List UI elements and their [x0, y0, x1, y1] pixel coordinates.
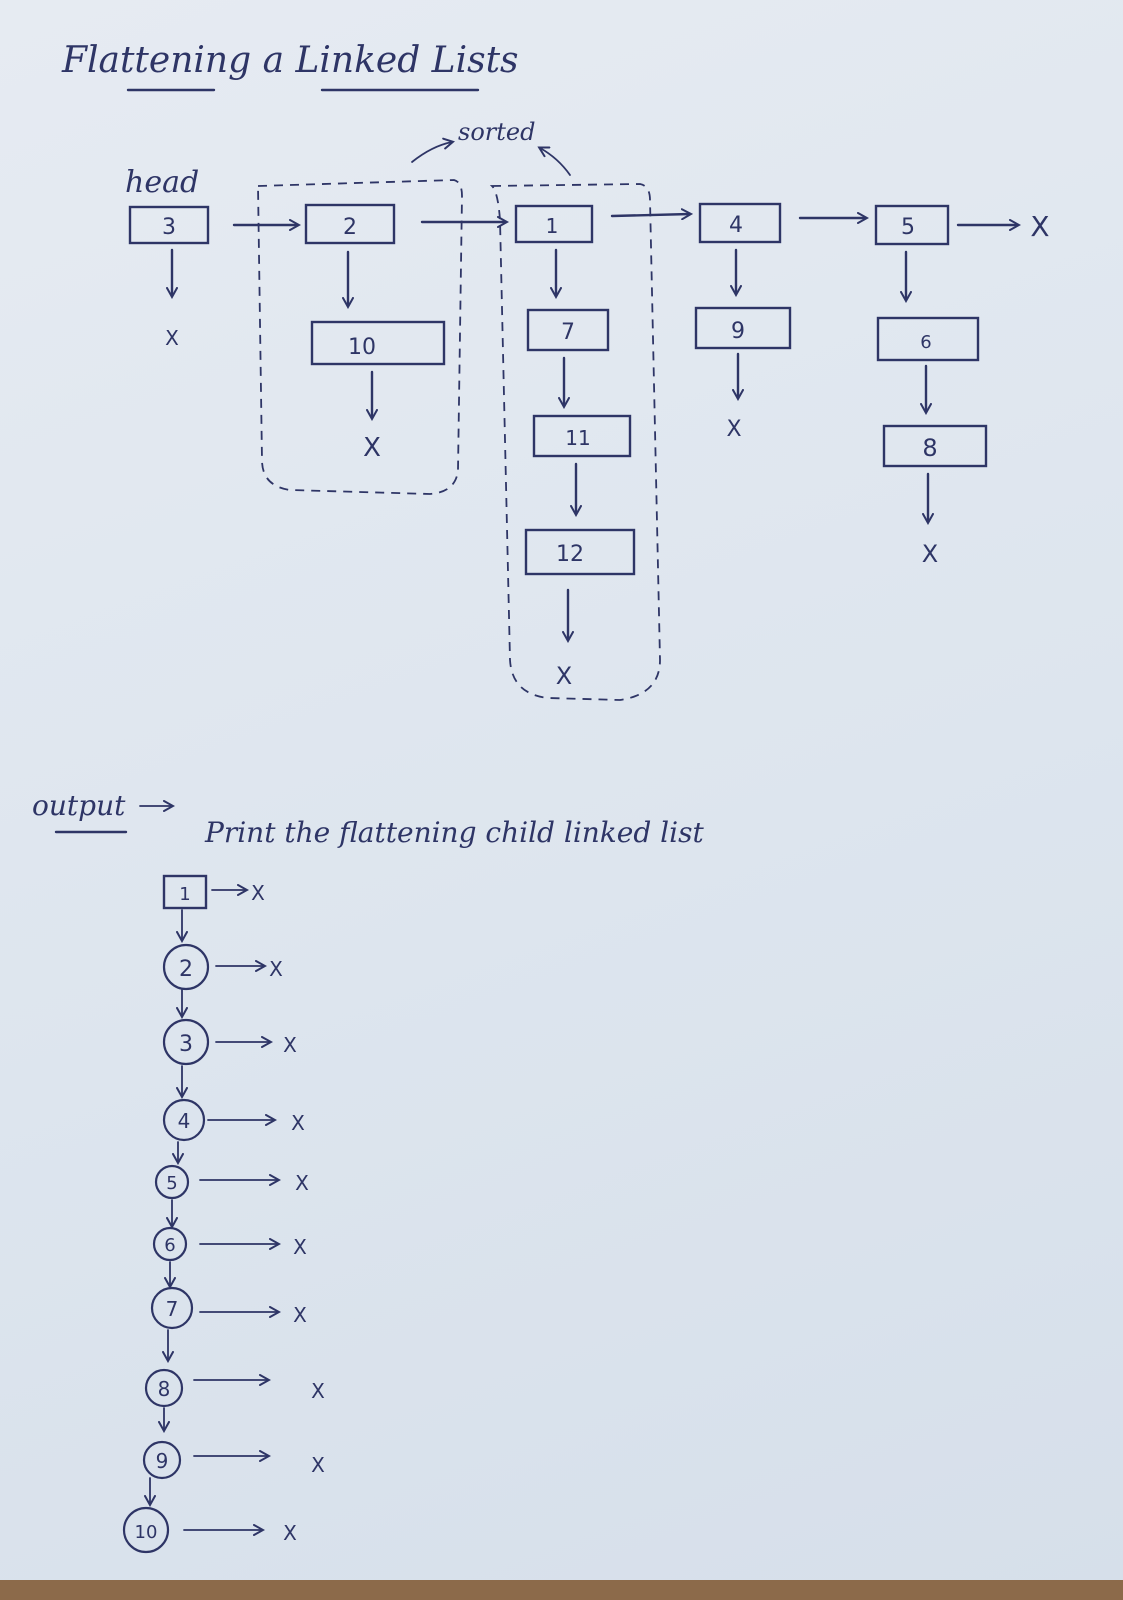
output-node-circle	[162, 943, 210, 991]
output-node-value: 1	[179, 884, 190, 905]
null-marker: X	[165, 326, 179, 350]
node-box	[304, 203, 396, 245]
node-value: 7	[561, 320, 575, 345]
node-box	[694, 306, 792, 350]
sorted-label: sorted	[458, 118, 535, 146]
output-node-value: 8	[158, 1377, 171, 1401]
node-value: 4	[729, 213, 743, 238]
node-value: 5	[901, 215, 915, 240]
null-marker: X	[556, 662, 572, 690]
next-arrow	[610, 214, 690, 216]
null-marker: X	[293, 1303, 307, 1327]
null-marker: X	[295, 1171, 309, 1195]
table-edge	[0, 1580, 1123, 1600]
output-node-circle	[150, 1286, 194, 1330]
page-title: Flattening a Linked Lists	[61, 40, 519, 81]
output-node-value: 6	[164, 1235, 175, 1256]
node-value: 3	[162, 215, 176, 240]
group-outline-column-2	[257, 179, 463, 495]
node-box	[698, 202, 782, 244]
output-node-circle	[144, 1368, 184, 1408]
output-node-circle	[142, 1440, 182, 1480]
node-value: 10	[348, 335, 376, 360]
output-node-value: 5	[166, 1173, 177, 1194]
node-box	[882, 424, 988, 468]
null-marker: X	[363, 433, 381, 463]
node-box	[876, 316, 980, 362]
output-node-circle	[154, 1164, 190, 1200]
output-node-circle	[152, 1226, 188, 1262]
output-node-circle	[122, 1506, 170, 1554]
sorted-arrow-right	[540, 148, 571, 176]
output-node-circle	[162, 1098, 206, 1142]
output-node-value: 2	[179, 957, 193, 982]
output-node-box	[162, 874, 208, 910]
node-value: 6	[920, 332, 931, 353]
node-box	[874, 204, 950, 246]
node-value: 1	[546, 214, 559, 238]
null-marker: X	[311, 1453, 325, 1477]
head-label: head	[125, 165, 199, 200]
null-marker: X	[291, 1111, 305, 1135]
null-marker: X	[1030, 210, 1049, 243]
node-value: 2	[343, 215, 357, 240]
output-node-value: 4	[178, 1109, 191, 1133]
node-box	[524, 528, 636, 576]
node-box	[514, 204, 594, 244]
output-node-value: 9	[156, 1449, 169, 1473]
output-label: output	[32, 789, 126, 822]
flattened-output-list: 1 X 2 X 3 X 4 X 5 X 6 X 7	[122, 874, 325, 1554]
null-marker: X	[251, 881, 265, 905]
null-marker: X	[726, 417, 741, 442]
output-node-circle	[162, 1018, 210, 1066]
output-description: Print the flattening child linked list	[204, 816, 704, 849]
sorted-arrow-left	[411, 142, 452, 163]
null-marker: X	[922, 540, 938, 568]
group-outline-column-3	[489, 183, 661, 701]
null-marker: X	[311, 1379, 325, 1403]
node-value: 11	[565, 426, 590, 450]
node-box	[526, 308, 610, 352]
null-marker: X	[293, 1235, 307, 1259]
null-marker: X	[283, 1033, 297, 1057]
output-node-value: 7	[166, 1297, 179, 1321]
node-box	[532, 414, 632, 458]
node-value: 9	[731, 319, 745, 344]
node-value: 8	[922, 434, 937, 462]
node-value: 12	[556, 542, 584, 567]
node-box	[128, 205, 210, 245]
node-box	[310, 320, 446, 366]
null-marker: X	[283, 1521, 297, 1545]
output-node-value: 10	[135, 1522, 158, 1543]
null-marker: X	[269, 957, 283, 981]
output-node-value: 3	[179, 1032, 193, 1057]
